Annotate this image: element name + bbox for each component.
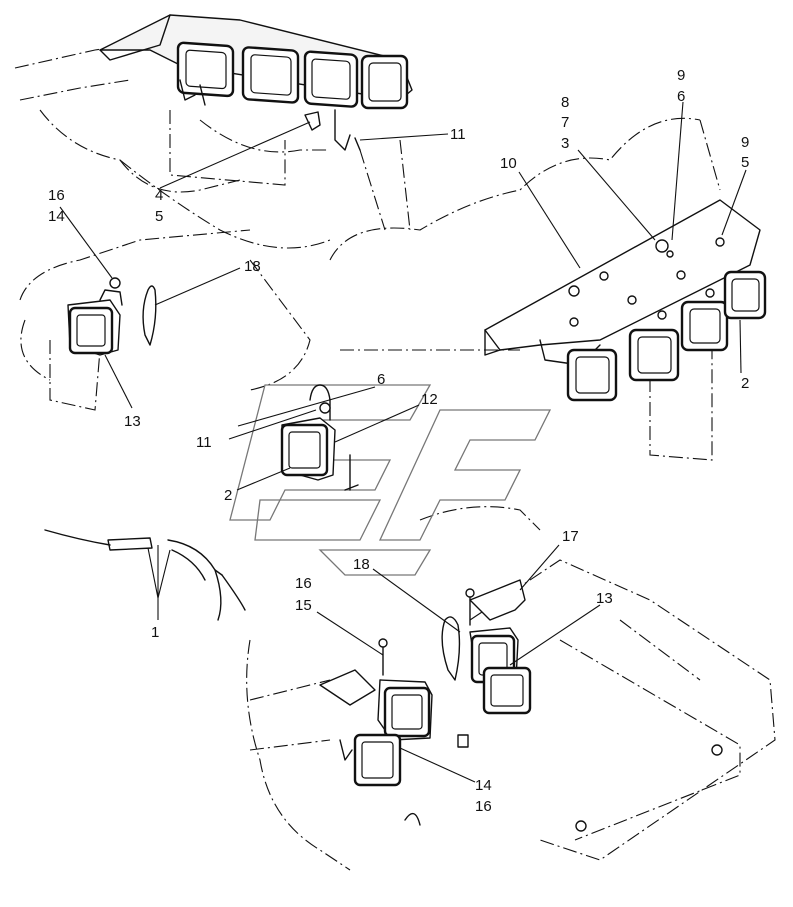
watermark-logo	[229, 384, 552, 576]
callout-6-center: 6	[377, 371, 385, 388]
callout-4: 4	[155, 187, 163, 204]
lamp-front-1	[566, 348, 618, 402]
lower-lamp-assembly	[319, 579, 723, 832]
callout-5-right: 5	[741, 154, 749, 171]
work-lamp-left	[67, 277, 157, 356]
work-lamp-center	[280, 384, 359, 491]
callout-5-left: 5	[155, 208, 163, 225]
callout-14-left: 14	[48, 208, 65, 225]
callout-18-center: 18	[353, 556, 370, 573]
callout-7: 7	[561, 114, 569, 131]
lamp-rear-4	[360, 54, 409, 110]
lamp-rear-1	[176, 41, 235, 98]
callout-13-left: 13	[124, 413, 141, 430]
callout-11-top: 11	[450, 126, 466, 143]
callout-12: 12	[421, 391, 438, 408]
cable-item-1	[44, 529, 246, 621]
cab-outline-right	[329, 117, 721, 461]
callout-16-bottom: 16	[475, 798, 492, 815]
callout-15: 15	[295, 597, 312, 614]
callout-8: 8	[561, 94, 569, 111]
callout-17: 17	[562, 528, 579, 545]
callout-16-left: 16	[48, 187, 65, 204]
callout-2-right: 2	[741, 375, 749, 392]
callout-13-right: 13	[596, 590, 613, 607]
callout-10: 10	[500, 155, 517, 172]
callout-1: 1	[151, 624, 159, 641]
callout-6-top: 6	[677, 88, 685, 105]
callout-16-center: 16	[295, 575, 312, 592]
lamp-front-3	[680, 300, 729, 352]
lamp-rear-3	[303, 50, 359, 108]
lamp-rear-2	[241, 46, 300, 104]
callout-18-left: 18	[244, 258, 261, 275]
callout-9-right: 9	[741, 134, 749, 151]
cab-outline-left	[19, 229, 311, 411]
lamp-front-4	[723, 270, 767, 320]
callout-11-center: 11	[196, 434, 212, 451]
cab-outline-bottom	[246, 506, 776, 871]
roof-light-bar-front	[484, 199, 767, 402]
callout-9-top: 9	[677, 67, 685, 84]
roof-light-bar-rear	[99, 14, 413, 151]
leader-lines	[59, 101, 747, 783]
lamp-front-2	[628, 328, 680, 382]
callout-labels: 9 8 6 7 3 9 5 10 11 4 5 16 14 18 13 6 12…	[48, 67, 749, 815]
callout-2-center: 2	[224, 487, 232, 504]
callout-3: 3	[561, 135, 569, 152]
callout-14-bottom: 14	[475, 777, 492, 794]
